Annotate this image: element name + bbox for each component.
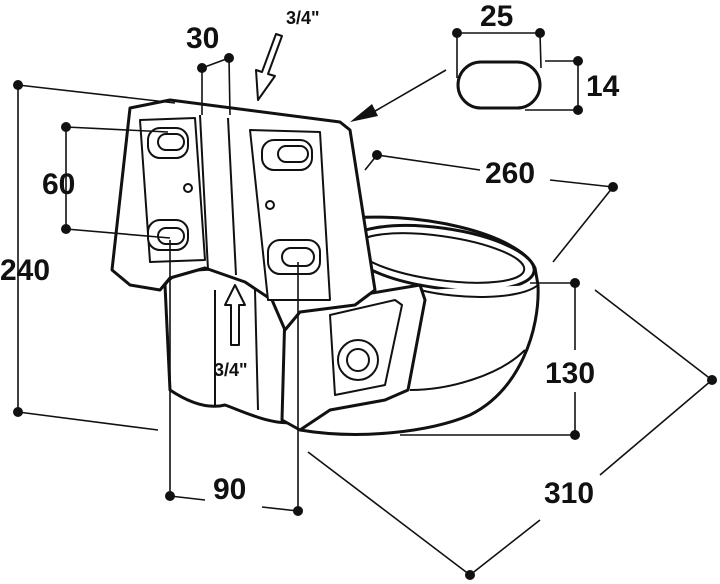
label-90: 90 [213, 473, 246, 506]
dimension-lines [17, 32, 713, 576]
dimension-labels: 25 14 30 3/4" 60 240 260 130 90 310 3/4" [0, 0, 620, 510]
label-310: 310 [544, 477, 594, 510]
label-14: 14 [586, 70, 620, 103]
mounting-bracket [110, 98, 377, 332]
arrows [224, 33, 447, 346]
label-260: 260 [485, 157, 535, 190]
dimension-dots [13, 28, 717, 580]
label-25: 25 [480, 0, 513, 33]
label-thread-top: 3/4" [286, 8, 320, 28]
label-130: 130 [545, 357, 595, 390]
valve-housing [280, 283, 427, 432]
thread-bottom-arrow [224, 284, 246, 346]
slot-detail [456, 60, 542, 110]
label-60: 60 [42, 168, 75, 201]
label-30: 30 [186, 22, 219, 55]
thread-top-arrow [255, 33, 283, 101]
label-thread-bottom: 3/4" [214, 360, 248, 380]
slot-pointer-arrow [350, 104, 378, 122]
label-240: 240 [0, 254, 50, 287]
